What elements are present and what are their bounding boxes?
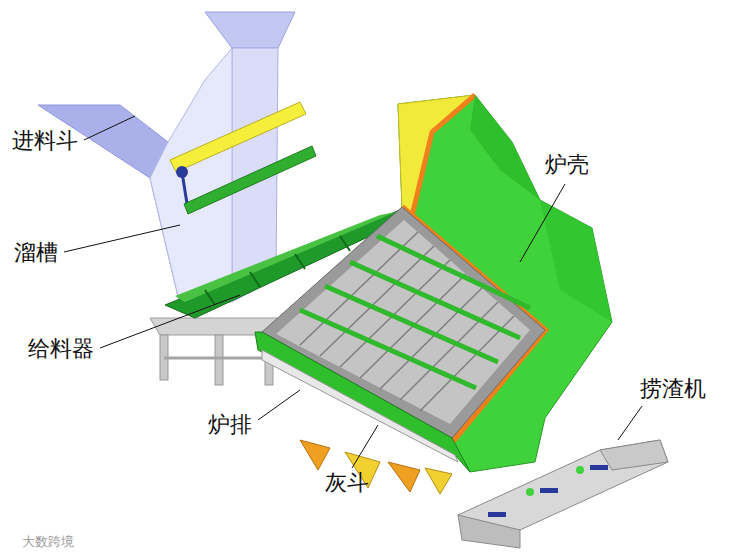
leader-lines-part bbox=[258, 390, 300, 420]
leader-lines-part bbox=[618, 406, 642, 440]
slag-extractor bbox=[458, 440, 668, 548]
leader-lines-part bbox=[352, 425, 378, 468]
grate-part bbox=[255, 332, 470, 472]
support-frame-part bbox=[164, 357, 269, 360]
slag-extractor-part bbox=[458, 515, 520, 548]
part-label: 捞渣机 bbox=[640, 376, 706, 402]
part-label: 进料斗 bbox=[12, 128, 78, 154]
grate-part bbox=[276, 220, 530, 424]
feeder-plates-part bbox=[295, 254, 305, 269]
ash-hoppers bbox=[300, 440, 452, 494]
grate bbox=[255, 207, 545, 472]
part-label: 溜槽 bbox=[14, 240, 58, 266]
ash-hoppers-part bbox=[425, 468, 452, 494]
furnace-shell-part bbox=[470, 95, 540, 200]
pusher-cylinder-part bbox=[184, 146, 316, 214]
feed-hopper bbox=[38, 12, 295, 305]
watermark: 大数跨境 bbox=[22, 534, 74, 550]
leader-lines bbox=[64, 116, 642, 468]
feed-hopper-part bbox=[150, 48, 232, 305]
part-label: 炉排 bbox=[208, 412, 252, 438]
grate-part bbox=[300, 236, 530, 388]
leader-lines-part bbox=[100, 295, 240, 348]
slag-extractor-part bbox=[488, 465, 608, 517]
leader-lines-part bbox=[64, 225, 180, 252]
furnace-shell-part bbox=[398, 95, 475, 216]
feeder-plates-part bbox=[250, 272, 260, 287]
ash-hoppers-part bbox=[300, 440, 330, 470]
leader-lines-part bbox=[84, 116, 135, 140]
slag-extractor-part bbox=[458, 440, 668, 535]
pusher-cylinder bbox=[170, 102, 316, 214]
feeder-plates-part bbox=[205, 290, 215, 305]
part-label: 给料器 bbox=[28, 336, 94, 362]
furnace-shell-part bbox=[540, 200, 612, 322]
leader-lines-part bbox=[520, 184, 565, 262]
grate-part bbox=[262, 207, 545, 438]
part-label: 灰斗 bbox=[325, 470, 369, 496]
support-frame-part bbox=[215, 335, 223, 385]
ash-hoppers-part bbox=[388, 462, 420, 492]
grate-part bbox=[262, 350, 458, 462]
feeder-plates-part bbox=[340, 236, 350, 251]
feed-hopper-part bbox=[205, 12, 295, 48]
slag-extractor-part bbox=[600, 440, 668, 470]
furnace-shell-part bbox=[412, 95, 475, 216]
slag-extractor-part bbox=[526, 466, 584, 496]
part-label: 炉壳 bbox=[545, 152, 589, 178]
